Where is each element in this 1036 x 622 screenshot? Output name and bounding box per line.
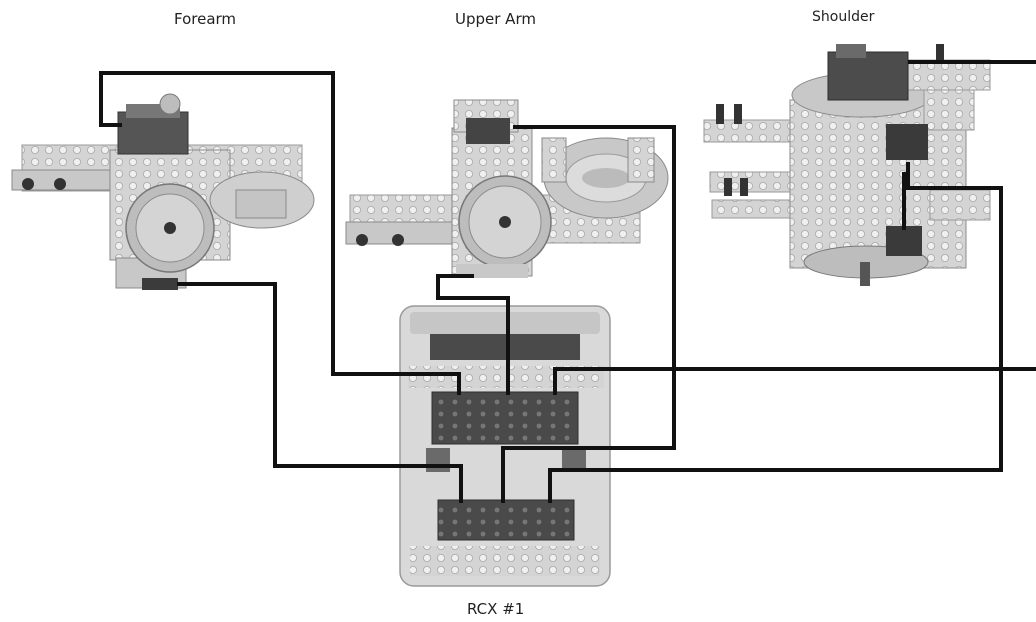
shoulder-label: Shoulder xyxy=(812,9,874,25)
forearm-label: Forearm xyxy=(174,10,236,28)
upper-arm-label: Upper Arm xyxy=(455,10,536,28)
forearm-assembly xyxy=(12,94,314,290)
shoulder-assembly xyxy=(704,44,990,286)
rcx-label: RCX #1 xyxy=(467,600,524,618)
wire-shoulder-lower xyxy=(555,369,1036,395)
